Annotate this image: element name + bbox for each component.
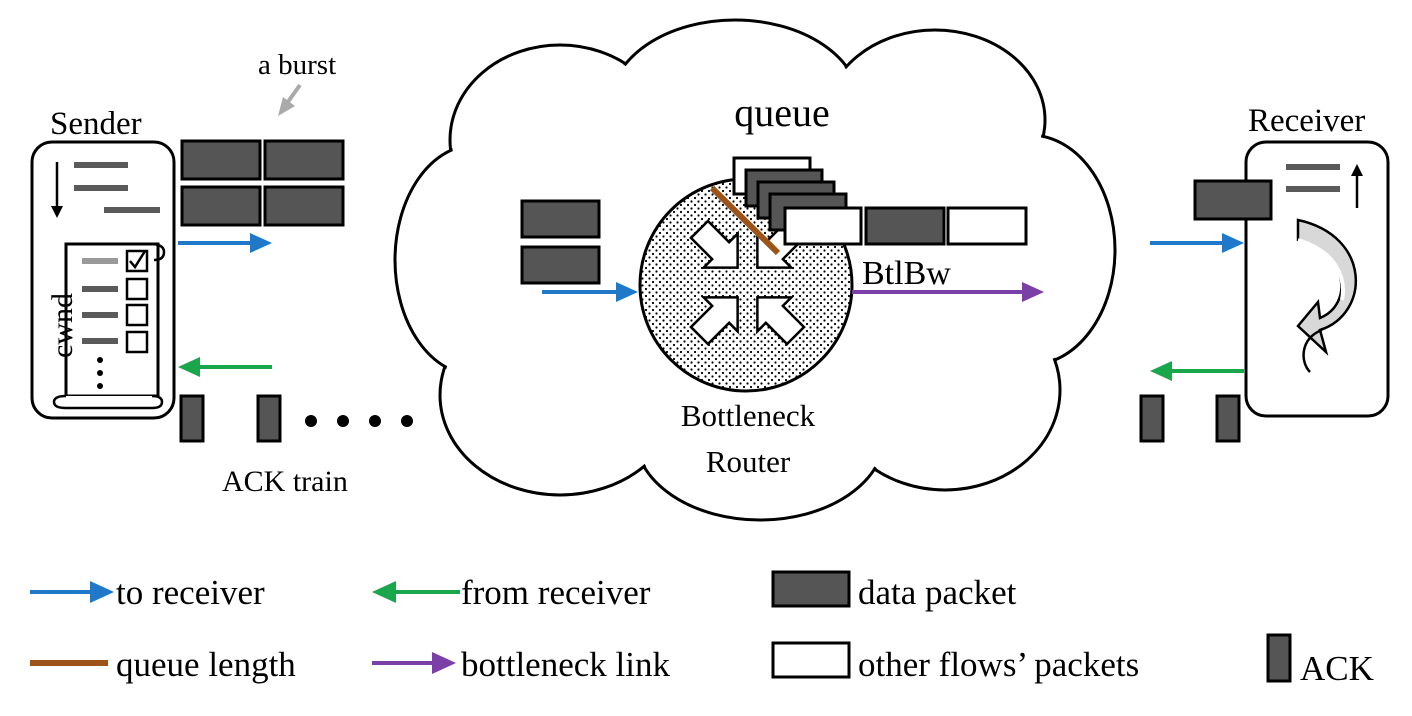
svg-text:ACK: ACK	[1300, 649, 1374, 688]
incoming-packet	[520, 199, 601, 239]
receiver-incoming-arrow	[1150, 233, 1244, 253]
queue-length-line	[709, 185, 781, 256]
legend-data-packet: data packet	[771, 570, 1017, 612]
sender-send-arrow	[178, 233, 272, 253]
bottleneck-link-arrow: BtlBw	[852, 255, 1044, 302]
ack-packet	[179, 394, 205, 443]
receiver-ack-packet	[1215, 394, 1241, 443]
receiver-label: Receiver	[1248, 103, 1365, 139]
svg-text:bottleneck link: bottleneck link	[461, 645, 670, 684]
cwnd-scroll-icon: cwnd	[46, 242, 166, 410]
router-queue: queue	[709, 90, 1028, 256]
incoming-packet	[520, 245, 601, 285]
legend-ack: ACK	[1266, 633, 1374, 688]
legend: to receiver from receiver data packet qu…	[30, 570, 1374, 688]
burst-packet	[263, 139, 345, 181]
svg-text:from receiver: from receiver	[461, 573, 651, 612]
receiver-ack-arrow	[1150, 361, 1244, 381]
queue-label: queue	[734, 90, 830, 135]
receiver-ack-packet	[1139, 394, 1165, 443]
svg-text:queue length: queue length	[116, 645, 296, 684]
legend-queue-length: queue length	[30, 645, 296, 684]
sender: Sender cwnd	[30, 106, 176, 420]
receiver-stack-icon	[1286, 164, 1363, 208]
receiver-box	[1244, 140, 1390, 418]
a-burst-label: a burst	[258, 49, 336, 81]
receiver: Receiver	[1244, 103, 1390, 418]
ack-train-label: ACK train	[222, 465, 348, 498]
legend-from-receiver: from receiver	[372, 573, 651, 612]
bottleneck-label-line2: Router	[706, 444, 791, 479]
received-packet	[1193, 179, 1273, 221]
legend-to-receiver: to receiver	[30, 573, 265, 612]
ack-train: ACK train	[179, 394, 413, 498]
burst-packet	[180, 139, 262, 181]
legend-other-flows-packets: other flows’ packets	[771, 641, 1139, 684]
svg-text:data packet: data packet	[858, 573, 1017, 612]
bottleneck-label-line1: Bottleneck	[681, 398, 816, 433]
burst-packets: a burst	[180, 49, 345, 227]
burst-packet	[263, 185, 345, 227]
ack-packet	[256, 394, 282, 443]
svg-text:other flows’ packets: other flows’ packets	[858, 645, 1139, 684]
router-incoming-packets	[520, 199, 638, 302]
cwnd-label: cwnd	[46, 293, 79, 358]
svg-text:to receiver: to receiver	[116, 573, 265, 612]
sender-ack-arrow	[178, 357, 272, 377]
queued-data-packet	[864, 206, 946, 246]
sender-label: Sender	[50, 106, 142, 142]
process-curve-arrow-icon	[1296, 218, 1358, 373]
sender-stack-icon	[51, 162, 160, 218]
legend-bottleneck-link: bottleneck link	[372, 645, 670, 684]
burst-packet	[180, 185, 262, 227]
queued-other-packet	[946, 206, 1028, 246]
btlbw-label: BtlBw	[862, 255, 951, 292]
queued-other-packet	[783, 206, 863, 246]
network-cloud	[393, 18, 1117, 522]
